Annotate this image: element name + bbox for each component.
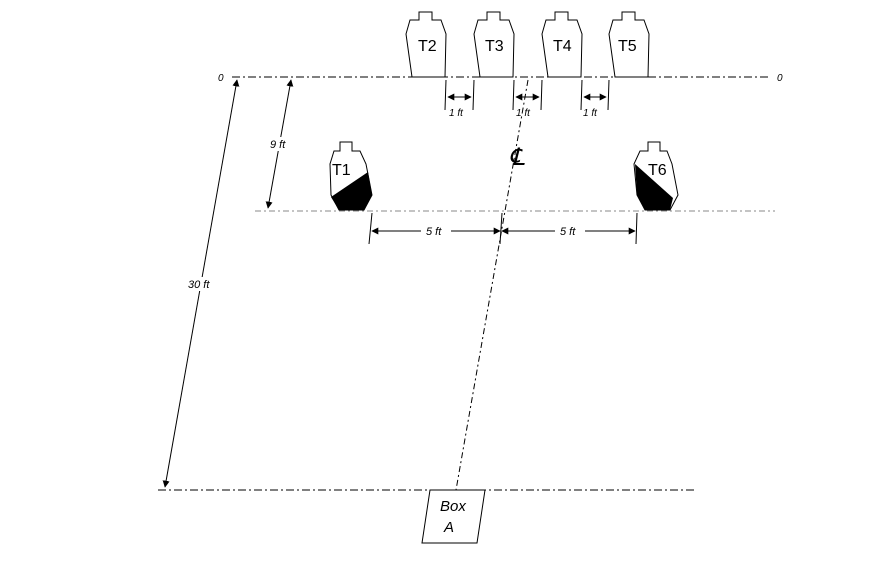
offset-dimension-right: 5 ft xyxy=(501,212,638,245)
centerline xyxy=(455,79,529,491)
gap-label-t2-t3: 1 ft xyxy=(449,108,464,119)
gap-dimension-t3-t4: 1 ft xyxy=(512,79,543,119)
gap-dimension-t2-t3: 1 ft xyxy=(444,79,475,119)
target-t5-label: T5 xyxy=(618,38,637,55)
target-t1: T1 xyxy=(329,141,373,211)
offset-label-left: 5 ft xyxy=(426,226,442,238)
origin-label-right: 0 xyxy=(777,73,783,84)
gap-label-t3-t4: 1 ft xyxy=(516,108,531,119)
target-t2: T2 xyxy=(405,11,447,78)
target-t2-label: T2 xyxy=(418,38,437,55)
target-t4: T4 xyxy=(541,11,583,78)
depth-dimension-9ft: 9 ft xyxy=(265,79,294,209)
target-t1-label: T1 xyxy=(332,162,351,179)
target-t4-label: T4 xyxy=(553,38,572,55)
target-t6-label: T6 xyxy=(648,162,667,179)
origin-label-left: 0 xyxy=(218,73,224,84)
offset-label-right: 5 ft xyxy=(560,226,576,238)
target-t3: T3 xyxy=(473,11,515,78)
offset-dimension-left: 5 ft xyxy=(368,212,503,245)
box-label-line1: Box xyxy=(440,498,466,515)
depth-dimension-30ft: 30 ft xyxy=(162,79,240,488)
shooting-box-a: Box A xyxy=(421,489,486,544)
depth-label-30ft: 30 ft xyxy=(188,279,210,291)
gap-label-t4-t5: 1 ft xyxy=(583,108,598,119)
target-t3-label: T3 xyxy=(485,38,504,55)
box-label-line2: A xyxy=(443,519,454,536)
target-t6: T6 xyxy=(633,141,679,211)
target-t5: T5 xyxy=(608,11,650,78)
gap-dimension-t4-t5: 1 ft xyxy=(580,79,610,119)
centerline-symbol: ℄ xyxy=(509,144,525,171)
depth-label-9ft: 9 ft xyxy=(270,139,286,151)
